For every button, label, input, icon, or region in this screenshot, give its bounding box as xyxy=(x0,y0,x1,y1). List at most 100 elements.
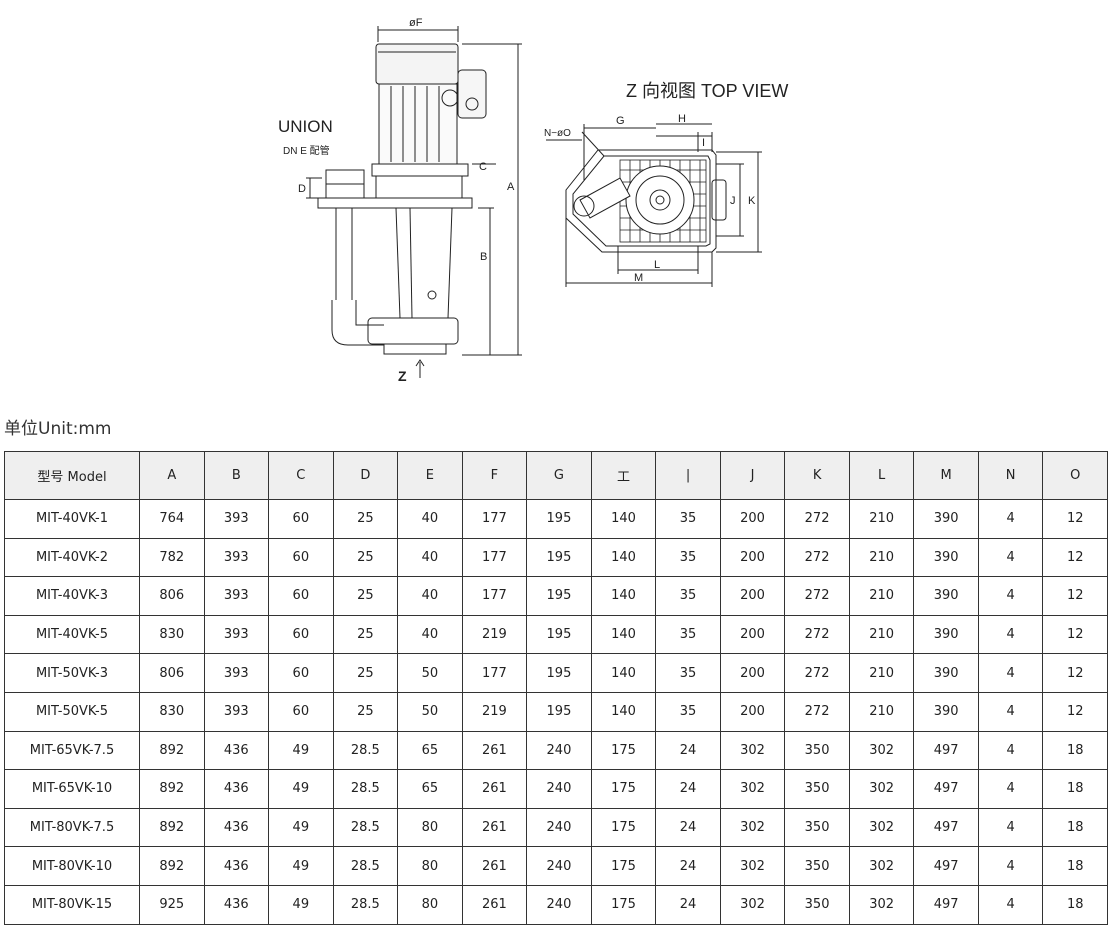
table-cell: 393 xyxy=(203,576,270,616)
model-cell: MIT-50VK-5 xyxy=(4,691,140,732)
table-cell: 830 xyxy=(139,691,205,732)
table-cell: 390 xyxy=(913,499,979,539)
label-f: øF xyxy=(409,17,423,29)
header-c: C xyxy=(268,451,334,500)
table-cell: 240 xyxy=(526,846,592,886)
table-cell: 350 xyxy=(784,884,850,925)
spec-table: 型号 Model A B C D E F G 工 | J K L M N O M… xyxy=(4,451,1108,925)
table-cell: 195 xyxy=(526,691,592,732)
table-cell: 60 xyxy=(268,614,334,655)
table-cell: 25 xyxy=(332,576,399,616)
table-cell: 177 xyxy=(461,653,528,693)
model-cell: MIT-65VK-10 xyxy=(4,769,140,809)
table-cell: 25 xyxy=(332,614,399,655)
table-cell: 261 xyxy=(461,730,528,771)
table-cell: 390 xyxy=(913,576,979,616)
table-cell: 4 xyxy=(977,846,1044,886)
header-a: A xyxy=(139,451,205,500)
model-cell: MIT-80VK-7.5 xyxy=(4,807,140,848)
table-cell: 24 xyxy=(655,769,721,809)
label-g: G xyxy=(616,115,625,127)
table-cell: 60 xyxy=(268,537,334,578)
table-cell: 200 xyxy=(719,537,786,578)
label-h: H xyxy=(678,113,686,125)
table-cell: 782 xyxy=(139,537,205,578)
table-cell: 210 xyxy=(848,576,915,616)
model-cell: MIT-80VK-15 xyxy=(4,884,140,925)
table-cell: 261 xyxy=(461,769,528,809)
table-cell: 393 xyxy=(203,691,270,732)
table-cell: 393 xyxy=(203,499,270,539)
label-n-o: N−øO xyxy=(544,128,571,139)
table-cell: 60 xyxy=(268,691,334,732)
table-cell: 49 xyxy=(268,884,334,925)
table-cell: 60 xyxy=(268,653,334,693)
table-cell: 12 xyxy=(1042,614,1108,655)
table-cell: 302 xyxy=(848,884,915,925)
technical-drawings: øF UNION DN E 配管 A B C D Z xyxy=(278,17,788,384)
table-cell: 40 xyxy=(397,499,463,539)
table-cell: 261 xyxy=(461,846,528,886)
table-cell: 12 xyxy=(1042,499,1108,539)
model-cell: MIT-40VK-3 xyxy=(4,576,140,616)
header-j: J xyxy=(719,451,786,500)
table-cell: 210 xyxy=(848,537,915,578)
table-cell: 390 xyxy=(913,614,979,655)
table-cell: 4 xyxy=(977,807,1044,848)
table-cell: 272 xyxy=(784,614,850,655)
table-cell: 4 xyxy=(977,730,1044,771)
table-cell: 302 xyxy=(719,769,786,809)
header-f: F xyxy=(461,451,528,500)
unit-label: 单位Unit:mm xyxy=(4,419,112,439)
table-cell: 200 xyxy=(719,576,786,616)
table-cell: 18 xyxy=(1042,769,1108,809)
table-cell: 177 xyxy=(461,499,528,539)
label-a: A xyxy=(507,181,515,193)
table-cell: 240 xyxy=(526,730,592,771)
table-cell: 177 xyxy=(461,537,528,578)
header-model: 型号 Model xyxy=(4,451,140,500)
table-cell: 302 xyxy=(848,769,915,809)
table-cell: 140 xyxy=(590,691,657,732)
table-header-row: 型号 Model A B C D E F G 工 | J K L M N O xyxy=(4,451,1108,500)
table-cell: 140 xyxy=(590,499,657,539)
table-cell: 35 xyxy=(655,614,721,655)
table-cell: 210 xyxy=(848,653,915,693)
table-cell: 200 xyxy=(719,653,786,693)
model-cell: MIT-50VK-3 xyxy=(4,653,140,693)
header-b: B xyxy=(203,451,270,500)
table-cell: 24 xyxy=(655,730,721,771)
table-cell: 12 xyxy=(1042,537,1108,578)
table-cell: 12 xyxy=(1042,576,1108,616)
table-cell: 28.5 xyxy=(332,769,399,809)
table-cell: 4 xyxy=(977,576,1044,616)
header-g: G xyxy=(526,451,592,500)
table-cell: 272 xyxy=(784,691,850,732)
table-cell: 28.5 xyxy=(332,730,399,771)
table-cell: 49 xyxy=(268,846,334,886)
table-cell: 175 xyxy=(590,807,657,848)
label-m: M xyxy=(634,272,643,284)
table-cell: 4 xyxy=(977,614,1044,655)
table-cell: 830 xyxy=(139,614,205,655)
table-cell: 50 xyxy=(397,653,463,693)
header-n: N xyxy=(977,451,1044,500)
header-k: K xyxy=(784,451,850,500)
table-cell: 24 xyxy=(655,884,721,925)
table-cell: 219 xyxy=(461,614,528,655)
table-cell: 390 xyxy=(913,537,979,578)
table-cell: 497 xyxy=(913,769,979,809)
table-cell: 195 xyxy=(526,499,592,539)
table-cell: 24 xyxy=(655,807,721,848)
table-cell: 18 xyxy=(1042,846,1108,886)
label-c: C xyxy=(479,161,487,173)
table-cell: 390 xyxy=(913,653,979,693)
table-cell: 177 xyxy=(461,576,528,616)
table-cell: 302 xyxy=(719,807,786,848)
table-cell: 261 xyxy=(461,884,528,925)
label-k: K xyxy=(748,195,756,207)
table-cell: 272 xyxy=(784,576,850,616)
